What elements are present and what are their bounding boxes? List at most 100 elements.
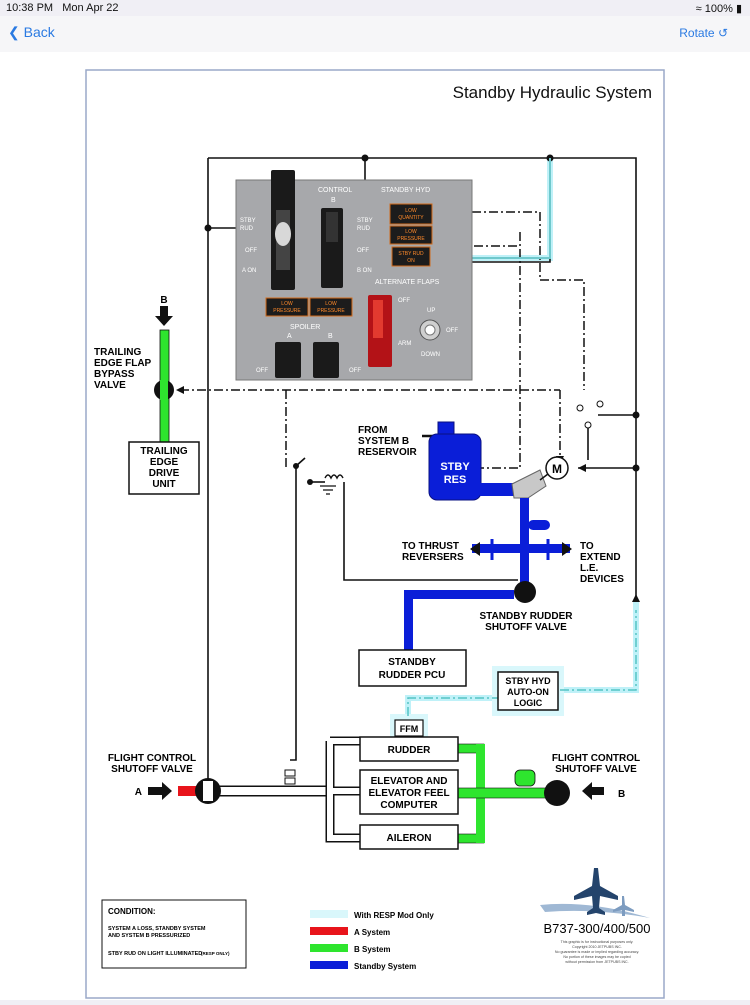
svg-text:STANDBY RUDDER: STANDBY RUDDER bbox=[480, 611, 574, 622]
svg-text:OFF: OFF bbox=[357, 248, 369, 254]
svg-text:RUDDER PCU: RUDDER PCU bbox=[379, 670, 446, 681]
svg-text:DRIVE: DRIVE bbox=[149, 468, 180, 479]
svg-text:OFF: OFF bbox=[398, 298, 410, 304]
svg-text:SYSTEM B: SYSTEM B bbox=[358, 436, 409, 447]
resp-lines bbox=[407, 610, 637, 716]
svg-text:FFM: FFM bbox=[400, 724, 419, 734]
svg-text:ARM: ARM bbox=[398, 341, 411, 347]
svg-text:B: B bbox=[618, 789, 625, 800]
svg-text:without permission from JETPUB: without permission from JETPUBS INC. bbox=[565, 960, 628, 964]
svg-text:STBY: STBY bbox=[357, 218, 373, 224]
stby-hyd-auto-on-logic bbox=[497, 671, 559, 711]
svg-text:This graphic is for instructio: This graphic is for instructional purpos… bbox=[561, 940, 634, 944]
svg-text:RUD: RUD bbox=[240, 226, 254, 232]
standby-pump bbox=[511, 469, 547, 499]
svg-text:VALVE: VALVE bbox=[94, 380, 126, 391]
status-time: 10:38 PM Mon Apr 22 bbox=[6, 2, 119, 14]
svg-text:SHUTOFF VALVE: SHUTOFF VALVE bbox=[555, 764, 637, 775]
svg-text:STANDBY HYD: STANDBY HYD bbox=[381, 187, 430, 194]
svg-text:STBY HYD: STBY HYD bbox=[505, 676, 551, 686]
b-arrow-left bbox=[582, 782, 604, 800]
svg-text:QUANTITY: QUANTITY bbox=[398, 215, 424, 221]
svg-text:EDGE: EDGE bbox=[150, 457, 179, 468]
svg-text:STBY RUD ON LIGHT ILLUMINATED: STBY RUD ON LIGHT ILLUMINATED bbox=[108, 951, 202, 957]
diagram-title: Standby Hydraulic System bbox=[453, 83, 652, 102]
te-drive-unit bbox=[128, 441, 200, 495]
svg-text:AND SYSTEM B PRESSURIZED: AND SYSTEM B PRESSURIZED bbox=[108, 933, 190, 939]
svg-text:ALTERNATE FLAPS: ALTERNATE FLAPS bbox=[375, 279, 440, 286]
svg-text:TRAILING: TRAILING bbox=[94, 347, 141, 358]
svg-text:LOW: LOW bbox=[405, 208, 417, 214]
condition-box bbox=[101, 899, 247, 969]
spoiler-b-switch[interactable] bbox=[313, 342, 339, 378]
standby-rudder-pcu bbox=[358, 649, 467, 687]
svg-text:No guarantee is made or implie: No guarantee is made or implied regardin… bbox=[555, 950, 639, 954]
legend-swatch-b bbox=[310, 944, 348, 952]
svg-text:OFF: OFF bbox=[349, 368, 361, 374]
svg-text:STBY RUD: STBY RUD bbox=[398, 251, 424, 257]
document-page: Standby Hydraulic System bbox=[0, 52, 750, 1000]
b-arrow-down bbox=[155, 306, 173, 326]
aileron-box bbox=[359, 824, 459, 850]
svg-text:LOGIC: LOGIC bbox=[514, 698, 543, 708]
svg-text:L.E.: L.E. bbox=[580, 563, 599, 574]
elevator-feel-computer-box bbox=[359, 769, 459, 815]
svg-text:No portion of these images may: No portion of these images may be copied bbox=[563, 955, 630, 959]
svg-text:ON: ON bbox=[407, 258, 415, 264]
back-button[interactable]: ❮ Back bbox=[8, 24, 55, 40]
svg-text:B System: B System bbox=[354, 945, 390, 954]
svg-text:SPOILER: SPOILER bbox=[290, 324, 320, 331]
svg-text:FLIGHT CONTROL: FLIGHT CONTROL bbox=[552, 753, 640, 764]
spoiler-a-switch[interactable] bbox=[275, 342, 301, 378]
svg-text:DEVICES: DEVICES bbox=[580, 574, 624, 585]
svg-text:Standby System: Standby System bbox=[354, 962, 416, 971]
legend-swatch-standby bbox=[310, 961, 348, 969]
status-right: ≈ 100% ▮ bbox=[696, 2, 742, 15]
svg-text:Copyright 2010 JETPUBS INC.: Copyright 2010 JETPUBS INC. bbox=[572, 945, 622, 949]
svg-text:ELEVATOR FEEL: ELEVATOR FEEL bbox=[368, 788, 449, 799]
svg-text:CONTROL: CONTROL bbox=[318, 187, 352, 194]
a-arrow-right bbox=[148, 782, 172, 800]
svg-text:PRESSURE: PRESSURE bbox=[317, 308, 345, 314]
low-pressure-light bbox=[389, 225, 433, 245]
ffm-box bbox=[394, 719, 424, 737]
low-quantity-light bbox=[389, 203, 433, 225]
spoiler-b-low-pressure-light bbox=[309, 297, 353, 317]
svg-text:AILERON: AILERON bbox=[387, 833, 432, 844]
legend: With RESP Mod Only A System B System Sta… bbox=[310, 910, 434, 971]
svg-text:A System: A System bbox=[354, 928, 390, 937]
svg-text:B: B bbox=[160, 295, 167, 306]
svg-text:EDGE FLAP: EDGE FLAP bbox=[94, 358, 152, 369]
rotate-button[interactable]: Rotate ↺ bbox=[679, 26, 728, 40]
chevron-left-icon: ❮ bbox=[8, 24, 20, 40]
svg-text:RUD: RUD bbox=[357, 226, 371, 232]
legend-swatch-resp bbox=[310, 910, 348, 918]
battery-icon: ▮ bbox=[735, 3, 742, 15]
electrical-wiring bbox=[207, 157, 637, 780]
svg-text:TO: TO bbox=[580, 541, 594, 552]
svg-text:A: A bbox=[135, 787, 142, 798]
svg-text:RUDDER: RUDDER bbox=[388, 745, 432, 756]
svg-text:TRAILING: TRAILING bbox=[140, 446, 187, 457]
svg-text:OFF: OFF bbox=[256, 368, 268, 374]
svg-text:PRESSURE: PRESSURE bbox=[397, 236, 425, 242]
jetpubs-airplane-logo bbox=[540, 868, 650, 918]
svg-text:OFF: OFF bbox=[245, 248, 257, 254]
standby-reservoir: STBY RES bbox=[428, 421, 482, 501]
svg-text:STBY: STBY bbox=[440, 461, 470, 473]
svg-text:B: B bbox=[328, 333, 333, 340]
b-system-lines bbox=[457, 743, 555, 844]
svg-text:B ON: B ON bbox=[357, 268, 372, 274]
svg-text:With RESP Mod Only: With RESP Mod Only bbox=[354, 911, 434, 920]
svg-text:COMPUTER: COMPUTER bbox=[380, 800, 438, 811]
svg-text:FLIGHT CONTROL: FLIGHT CONTROL bbox=[108, 753, 196, 764]
svg-text:ELEVATOR AND: ELEVATOR AND bbox=[371, 776, 448, 787]
svg-text:SHUTOFF VALVE: SHUTOFF VALVE bbox=[485, 622, 567, 633]
rudder-box bbox=[359, 736, 459, 762]
a-system-lines bbox=[178, 736, 362, 843]
svg-text:LOW: LOW bbox=[281, 301, 293, 307]
svg-text:PRESSURE: PRESSURE bbox=[273, 308, 301, 314]
svg-text:TO THRUST: TO THRUST bbox=[402, 541, 459, 552]
svg-text:REVERSERS: REVERSERS bbox=[402, 552, 464, 563]
svg-text:SYSTEM A LOSS, STANDBY SYSTEM: SYSTEM A LOSS, STANDBY SYSTEM bbox=[108, 926, 206, 932]
